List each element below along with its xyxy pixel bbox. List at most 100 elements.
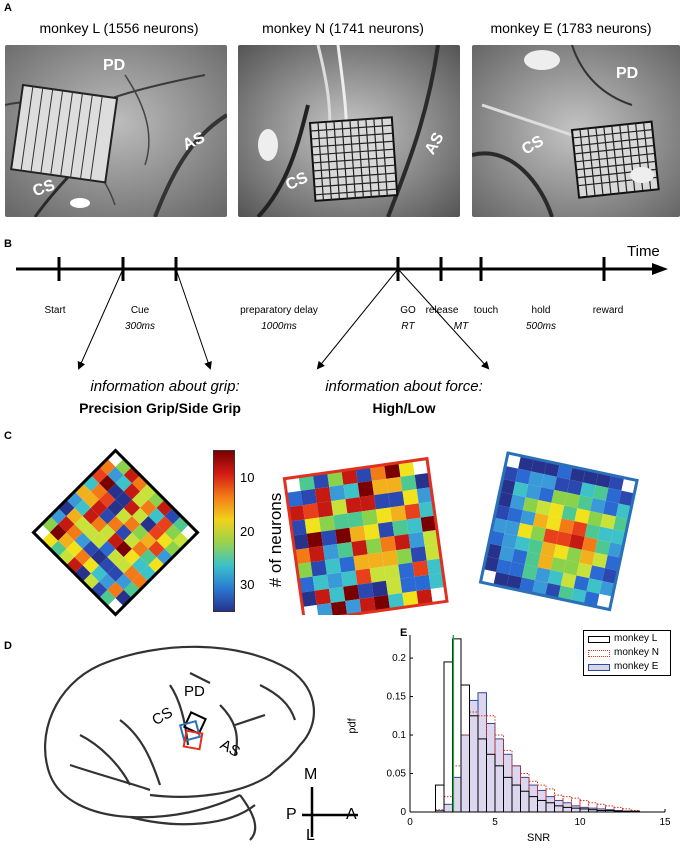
array-cell [353, 554, 370, 571]
array-cell [359, 596, 376, 614]
array-cell [320, 529, 338, 546]
monkey-l-pd-label: PD [103, 57, 126, 74]
array-cell [537, 554, 554, 571]
array-cell [512, 481, 529, 498]
array-cell [66, 524, 83, 541]
array-cell [561, 505, 578, 522]
array-cell [602, 568, 618, 584]
array-cell [310, 560, 327, 577]
array-cell [567, 479, 583, 496]
array-cell [595, 472, 612, 488]
histogram-bar [477, 692, 487, 813]
monkey-l-photo: PD CS AS [5, 45, 227, 217]
array-cell [330, 600, 348, 615]
array-cell [564, 492, 580, 509]
array-cell [90, 499, 108, 517]
array-cell [396, 548, 413, 565]
event-cue: Cue [130, 305, 150, 316]
array-cell [345, 497, 362, 514]
histogram-bar [571, 805, 581, 813]
array-cell [327, 470, 344, 487]
array-cell [507, 507, 523, 524]
array-cell [300, 590, 317, 608]
y-tick-label: 0.1 [392, 730, 406, 741]
force-info-title: information about force: [325, 378, 483, 395]
array-cell [483, 556, 499, 572]
array-cell [538, 487, 555, 503]
array-cell [379, 535, 397, 553]
event-start: Start [44, 305, 66, 316]
array-cell [502, 465, 519, 482]
array-cell [566, 546, 582, 563]
array-cell [541, 474, 557, 490]
array-cell [557, 585, 574, 602]
array-cell [486, 543, 502, 560]
array-cell [545, 582, 561, 599]
array-cell [416, 588, 433, 606]
array-cell [314, 486, 332, 504]
array-cell [540, 541, 557, 558]
array-cell [337, 541, 354, 559]
array-cell [398, 562, 415, 579]
array-cell [326, 572, 344, 589]
array-cell [357, 480, 374, 498]
array-cell [115, 557, 132, 574]
array-cell [331, 499, 348, 516]
array-cell [558, 518, 575, 535]
array-cell [531, 458, 547, 475]
array-cell [408, 531, 425, 549]
event-delay: preparatory delay [240, 305, 318, 316]
array-marker-n [182, 729, 204, 751]
legend-swatch-l [588, 636, 610, 643]
histogram-bar [511, 765, 521, 813]
array-cell [548, 502, 565, 519]
monkey-e-photo: PD CS [472, 45, 680, 217]
array-cell [343, 482, 360, 500]
array-cell [390, 505, 407, 522]
array-cell [573, 575, 590, 592]
monkey-e-title: monkey E (1783 neurons) [490, 20, 652, 36]
array-cell [494, 504, 510, 521]
array-cell [318, 515, 336, 532]
array-cell [312, 574, 329, 591]
array-cell [394, 533, 411, 551]
array-cell [615, 503, 632, 520]
duration-rt: RT [401, 321, 415, 332]
colorbar-tick-30: 30 [240, 577, 255, 592]
array-cell [545, 515, 562, 532]
array-cell [574, 508, 591, 524]
array-cell [349, 525, 366, 542]
array-cell [422, 529, 439, 547]
array-cell [369, 464, 387, 481]
array-cell [316, 501, 334, 518]
histogram-bar [537, 789, 547, 813]
array-cell [288, 505, 305, 522]
histogram-bar [571, 797, 581, 813]
array-cell [607, 542, 624, 558]
array-cell [586, 578, 603, 594]
y-tick-label: 0.2 [392, 653, 406, 664]
array-cell [300, 488, 317, 506]
array-cell [506, 574, 523, 591]
array-cell [501, 533, 518, 549]
array-cell [416, 487, 433, 504]
array-cell [290, 519, 307, 536]
array-cell [596, 593, 613, 610]
array-cell [543, 528, 559, 545]
array-cell [556, 463, 573, 480]
histogram-bar [469, 711, 479, 813]
monkey-n-photo: CS AS [238, 45, 460, 217]
central-sulcus [169, 684, 190, 746]
array-cell [296, 562, 313, 579]
array-cell [426, 558, 444, 575]
array-cell [404, 503, 421, 520]
array-cell [498, 546, 515, 562]
array-cell [363, 523, 380, 540]
array-cell [488, 530, 505, 547]
array-cell [560, 572, 577, 589]
timeline-arrowhead [652, 263, 668, 275]
legend-label-l: monkey L [614, 633, 658, 644]
array-cell [571, 521, 588, 537]
panel-e-label: E [400, 627, 408, 639]
event-touch: touch [473, 305, 499, 316]
